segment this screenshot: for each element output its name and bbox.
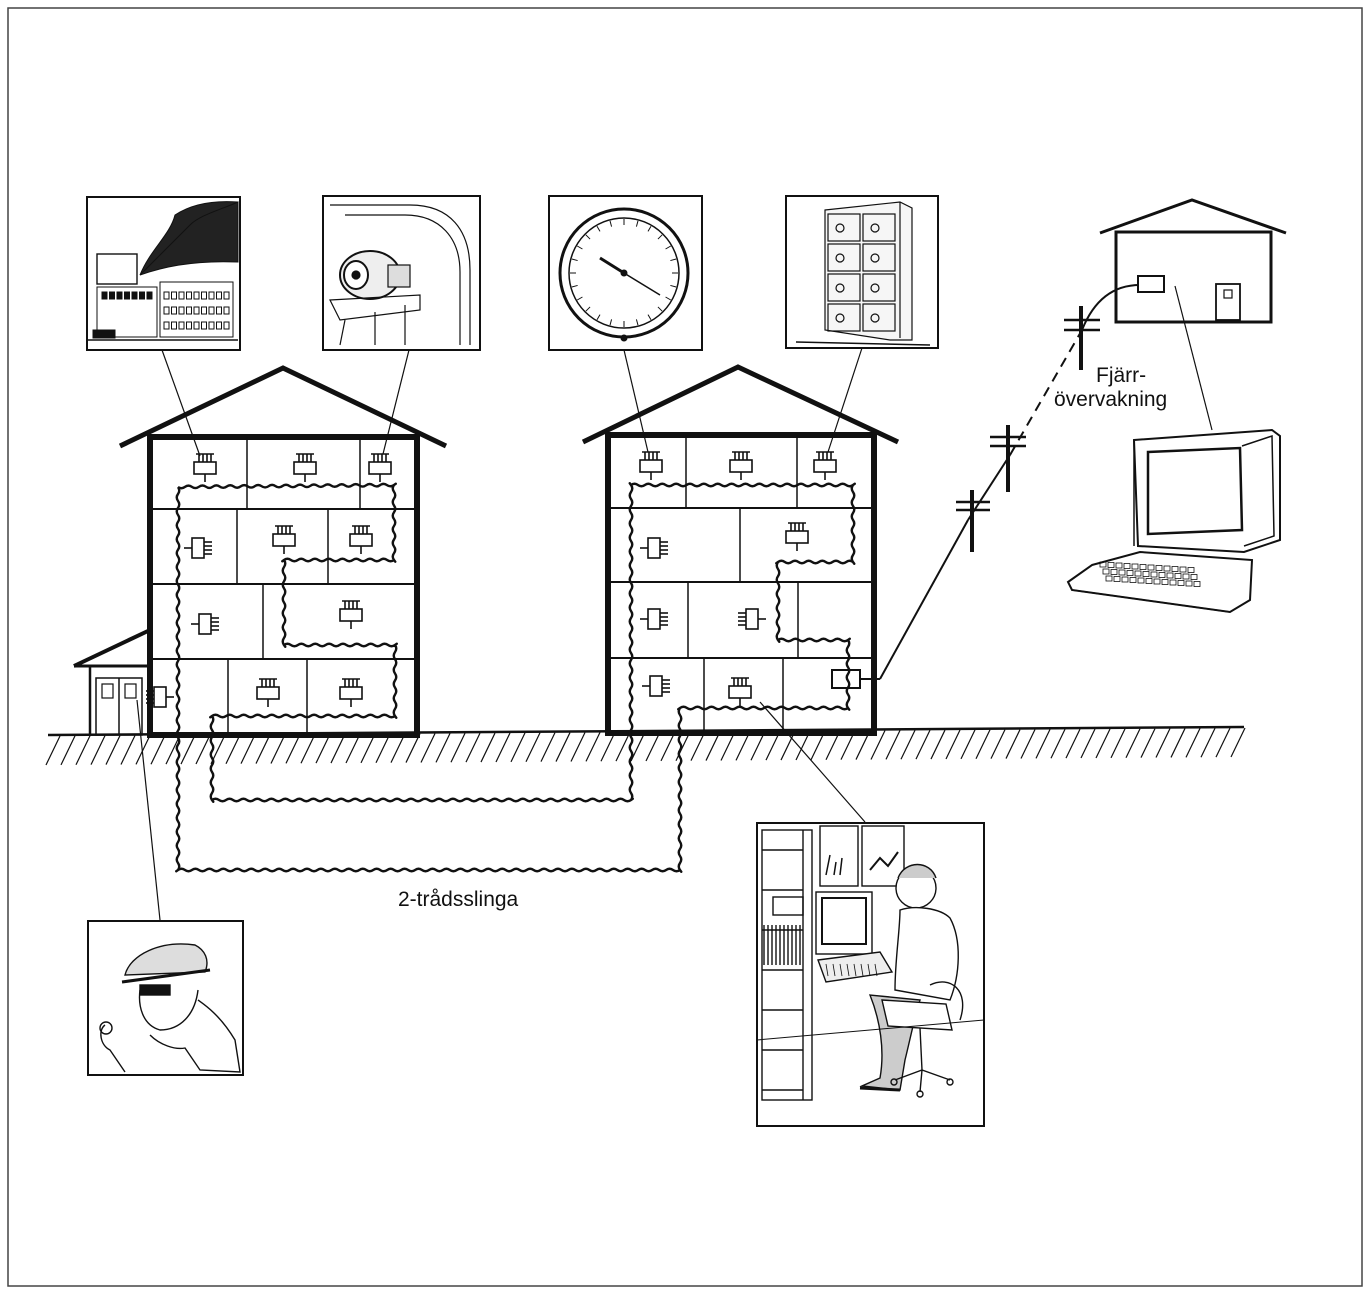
- sensor-module-icon: [349, 525, 373, 554]
- sensor-module-icon: [191, 613, 219, 635]
- sensor-module-icon: [728, 677, 752, 706]
- sensor-module-icon: [339, 678, 363, 707]
- two-wire-loop-label: 2-trådsslinga: [398, 888, 519, 911]
- sensor-module-icon: [729, 451, 753, 480]
- sensor-module-icon: [640, 608, 668, 630]
- sensor-module-icon: [339, 600, 363, 629]
- motor-panel: [322, 195, 481, 351]
- utility-pole: [956, 490, 990, 552]
- sensor-group: [146, 451, 837, 708]
- electrical-cabinet-panel: [785, 195, 939, 349]
- leader-lines: [136, 285, 1213, 921]
- outer-frame: [7, 7, 1363, 1287]
- telephone-line: [860, 284, 1141, 680]
- fire-panel: [86, 196, 241, 351]
- remote-monitoring-label-line1: Fjärr-: [1096, 364, 1147, 387]
- sensor-module-icon: [642, 675, 670, 697]
- sensor-module-icon: [146, 686, 174, 708]
- remote-monitoring-label-line2: övervakning: [1054, 388, 1168, 411]
- sensor-module-icon: [738, 608, 766, 630]
- sensor-module-icon: [640, 537, 668, 559]
- operator-panel: [756, 822, 985, 1127]
- remote-monitoring-label: Fjärr- övervakning: [1054, 364, 1167, 412]
- utility-pole: [990, 425, 1026, 492]
- sensor-module-icon: [639, 451, 663, 480]
- thermometer-dial-panel: [548, 195, 703, 351]
- sensor-module-icon: [256, 678, 280, 707]
- sensor-module-icon: [293, 453, 317, 482]
- computer-terminal-icon: [1066, 428, 1281, 614]
- sensor-module-icon: [813, 451, 837, 480]
- loop-wire: [175, 482, 856, 873]
- two-wire-loop: [175, 482, 856, 873]
- sensor-module-icon: [193, 453, 217, 482]
- sensor-module-icon: [368, 453, 392, 482]
- intruder-panel: [87, 920, 244, 1076]
- sensor-module-icon: [272, 525, 296, 554]
- sensor-module-icon: [184, 537, 212, 559]
- right-building: [581, 364, 900, 736]
- utility-pole: [1064, 306, 1100, 370]
- sensor-module-icon: [785, 522, 809, 551]
- remote-house-icon: [1099, 198, 1287, 324]
